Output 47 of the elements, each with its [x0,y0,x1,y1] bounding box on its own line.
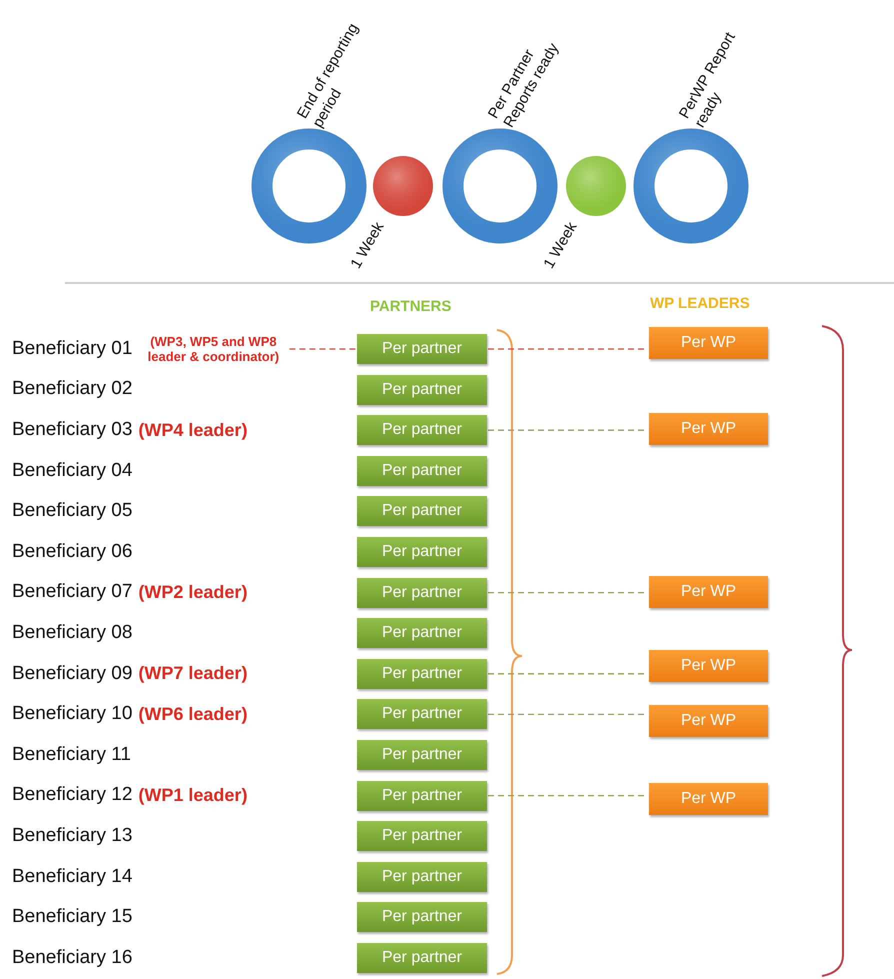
role-note: (WP1 leader) [138,784,248,808]
partner-box: Per partner [357,780,487,811]
partner-box: Per partner [357,902,487,932]
beneficiary-name: Beneficiary 12 [12,783,132,808]
role-note: (WP2 leader) [138,581,248,604]
partner-box: Per partner [357,862,487,892]
wp-box: Per WP [649,413,768,445]
beneficiary-name: Beneficiary 01 [12,336,132,361]
wp-box: Per WP [649,650,768,682]
wp-box: Per WP [649,576,768,608]
beneficiary-name: Beneficiary 09 [12,662,132,686]
beneficiary-name: Beneficiary 14 [12,864,132,889]
beneficiary-name: Beneficiary 13 [12,824,132,848]
partner-box: Per partner [357,537,487,567]
column-heading: PARTNERS [370,297,452,317]
partner-box: Per partner [357,699,487,730]
role-note: (WP3, WP5 and WP8 leader & coordinator) [146,334,280,364]
role-note: (WP6 leader) [138,702,248,726]
beneficiary-name: Beneficiary 04 [12,458,132,483]
beneficiary-name: Beneficiary 07 [12,580,132,604]
role-note: (WP7 leader) [138,662,248,686]
beneficiary-name: Beneficiary 15 [12,905,132,930]
beneficiary-name: Beneficiary 10 [12,702,132,726]
partner-box: Per partner [357,578,487,608]
beneficiary-name: Beneficiary 16 [12,946,132,970]
partner-box: Per partner [357,943,487,973]
dashed-connector [289,348,356,350]
partner-box: Per partner [357,618,487,648]
role-note: (WP4 leader) [138,418,248,442]
beneficiary-name: Beneficiary 06 [12,540,132,564]
partner-box: Per partner [357,334,487,364]
beneficiary-name: Beneficiary 11 [12,742,131,767]
wp-box: Per WP [649,327,768,359]
beneficiary-name: Beneficiary 05 [12,499,132,524]
partner-box: Per partner [357,821,487,852]
beneficiary-name: Beneficiary 03 [12,418,132,442]
partner-box: Per partner [357,496,487,526]
wp-box: Per WP [649,783,768,815]
partner-box: Per partner [357,658,487,689]
partner-box: Per partner [357,374,487,405]
wp-box: Per WP [649,705,768,737]
column-heading: WP LEADERS [650,294,750,314]
partner-box: Per partner [357,456,487,486]
partner-box: Per partner [357,415,487,446]
partner-box: Per partner [357,740,487,770]
beneficiary-name: Beneficiary 08 [12,620,132,645]
beneficiary-name: Beneficiary 02 [12,377,132,402]
